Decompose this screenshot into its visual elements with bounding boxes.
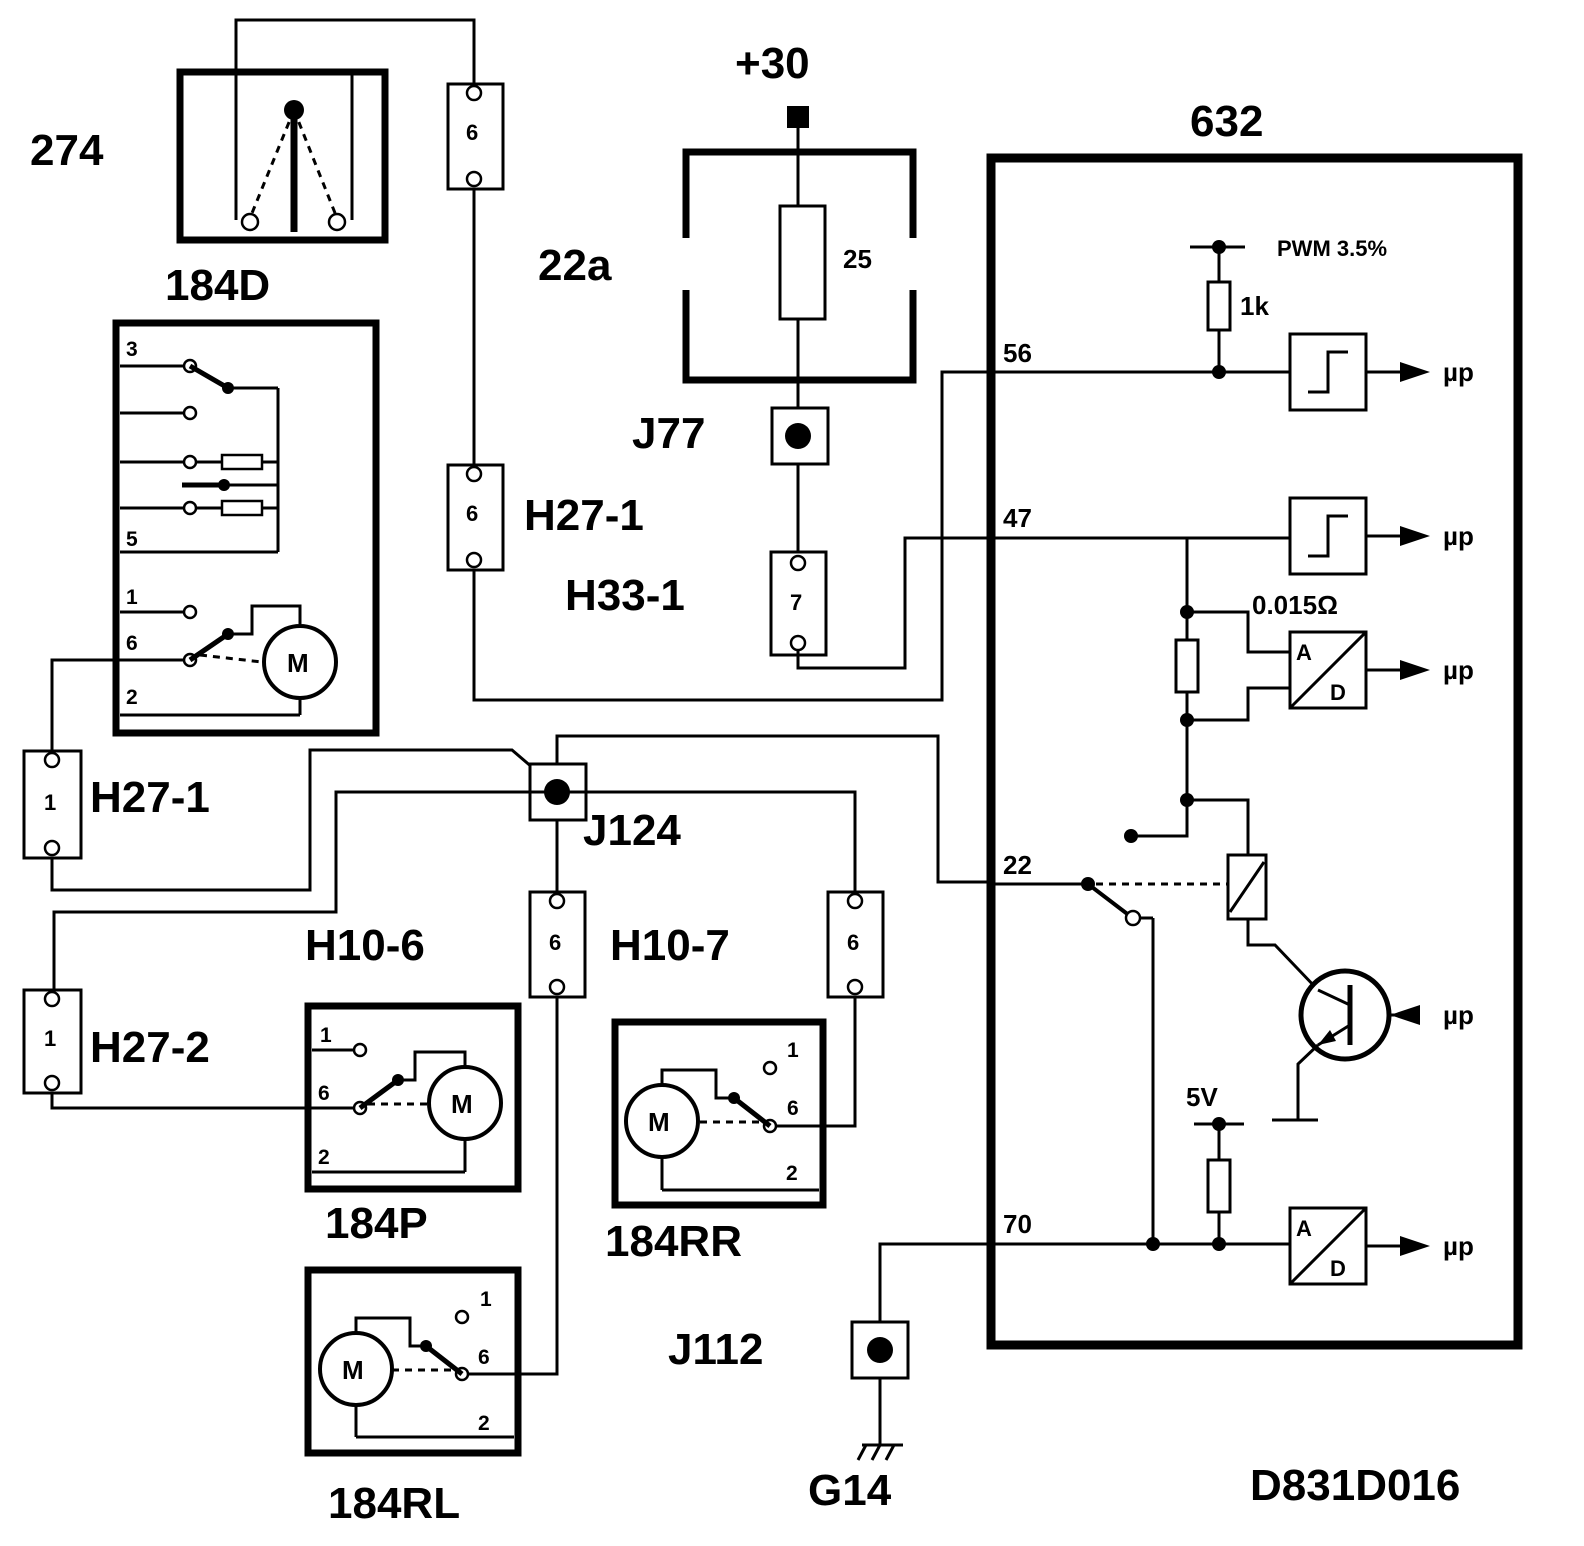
transistor (1298, 968, 1392, 1062)
connector-h10-7: 6 H10-7 (610, 890, 885, 999)
184rr-motor-m: M (648, 1107, 670, 1137)
h27-1-label-upper: H27-1 (524, 491, 644, 540)
splice-j124: J124 (528, 762, 681, 855)
label-184rl: 184RL (328, 1479, 460, 1528)
h27-1-pin6-num: 6 (466, 501, 478, 526)
h10-6-label: H10-6 (305, 921, 425, 970)
connector-h27-1-pin6: 6 H27-1 (446, 463, 644, 572)
ecu-pin-47: 47 (1003, 503, 1032, 533)
h10-7-pin: 6 (847, 930, 859, 955)
184rr-pin-2: 2 (786, 1162, 798, 1185)
switch-pin-6: 6 (126, 632, 138, 655)
184p-pin-2: 2 (318, 1146, 330, 1169)
mp-in-transistor: µp (1443, 1000, 1474, 1030)
component-184rr: 1 6 M 2 184RR (605, 997, 857, 1266)
fuse-25 (778, 204, 827, 321)
switch-pin-2: 2 (126, 686, 138, 709)
pwm-label: PWM 3.5% (1277, 236, 1387, 261)
ad1-d: D (1330, 680, 1346, 705)
184p-motor-m: M (451, 1089, 473, 1119)
h27-1-label-lower: H27-1 (90, 773, 210, 822)
h27-2-label: H27-2 (90, 1023, 210, 1072)
component-274-184d: 274 184D (30, 68, 389, 310)
ad2-a: A (1296, 1216, 1312, 1241)
supply-label: +30 (735, 39, 810, 88)
switch-pin-5: 5 (126, 528, 138, 551)
fuse-rating: 25 (843, 244, 872, 274)
supply-plus30: +30 (735, 39, 810, 128)
ecu-pin-70: 70 (1003, 1209, 1032, 1239)
184rl-pin-2: 2 (478, 1412, 490, 1435)
h27-1-pin1-num: 1 (44, 790, 56, 815)
splice-j112: J112 (668, 1320, 910, 1380)
h33-1-label: H33-1 (565, 571, 685, 620)
ecu-pin-56: 56 (1003, 338, 1032, 368)
connector-h33-1: 7 H33-1 (565, 550, 828, 657)
switch-motor-m: M (287, 648, 309, 678)
connector-h27-2: 1 H27-2 (22, 988, 210, 1095)
drawing-code: D831D016 (1250, 1461, 1460, 1510)
resistor-1k-label: 1k (1240, 291, 1269, 321)
mp-out-1: µp (1443, 357, 1474, 387)
mp-out-4: µp (1443, 1231, 1474, 1261)
component-184p: 1 6 M 2 184P (304, 1002, 522, 1248)
ad2-d: D (1330, 1256, 1346, 1281)
184p-pin-1: 1 (320, 1024, 332, 1047)
splice-j77: J77 (632, 406, 830, 466)
resistor-5v (1206, 1158, 1232, 1214)
h10-6-pin: 6 (549, 930, 561, 955)
184rr-pin-1: 1 (787, 1039, 799, 1062)
label-274: 274 (30, 126, 104, 175)
h33-1-pin: 7 (790, 590, 802, 615)
shunt-resistor (1174, 638, 1200, 694)
j112-label: J112 (668, 1325, 763, 1374)
h10-7-label: H10-7 (610, 921, 730, 970)
component-184rl: 1 6 M 2 184RL (304, 997, 559, 1528)
mp-out-2: µp (1443, 521, 1474, 551)
upper-connector-pin: 6 (466, 120, 478, 145)
184rl-pin-1: 1 (480, 1288, 492, 1311)
ecu-632: 632 56 47 22 70 PWM 3.5% 1k µp µp (986, 97, 1523, 1350)
switch-pin-3: 3 (126, 338, 138, 361)
switch-pin-1: 1 (126, 586, 138, 609)
shunt-label: 0.015Ω (1252, 590, 1338, 620)
v5-label: 5V (1186, 1082, 1218, 1112)
label-184d: 184D (165, 261, 270, 310)
184p-pin-6: 6 (318, 1082, 330, 1105)
ecu-label: 632 (1190, 97, 1263, 146)
connector-h10-6: 6 H10-6 (305, 890, 587, 999)
h27-2-pin-num: 1 (44, 1026, 56, 1051)
ground-g14: G14 (808, 1443, 903, 1515)
connector-upper-6: 6 (446, 82, 505, 191)
resistor-1k (1206, 280, 1232, 332)
184rl-motor-m: M (342, 1355, 364, 1385)
ad1-a: A (1296, 640, 1312, 665)
connector-h27-1-pin1: 1 H27-1 (22, 749, 210, 860)
label-184p: 184P (325, 1199, 428, 1248)
g14-label: G14 (808, 1466, 892, 1515)
switch-assembly: 3 5 1 6 M (112, 319, 380, 737)
fuse-box-label: 22a (538, 241, 612, 290)
fuse-box-22a: 22a 25 (538, 148, 917, 384)
j124-label: J124 (583, 806, 681, 855)
j77-label: J77 (632, 409, 705, 458)
mp-out-3: µp (1443, 655, 1474, 685)
184rl-pin-6: 6 (478, 1346, 490, 1369)
label-184rr: 184RR (605, 1217, 742, 1266)
184rr-pin-6: 6 (787, 1097, 799, 1120)
ecu-pin-22: 22 (1003, 850, 1032, 880)
